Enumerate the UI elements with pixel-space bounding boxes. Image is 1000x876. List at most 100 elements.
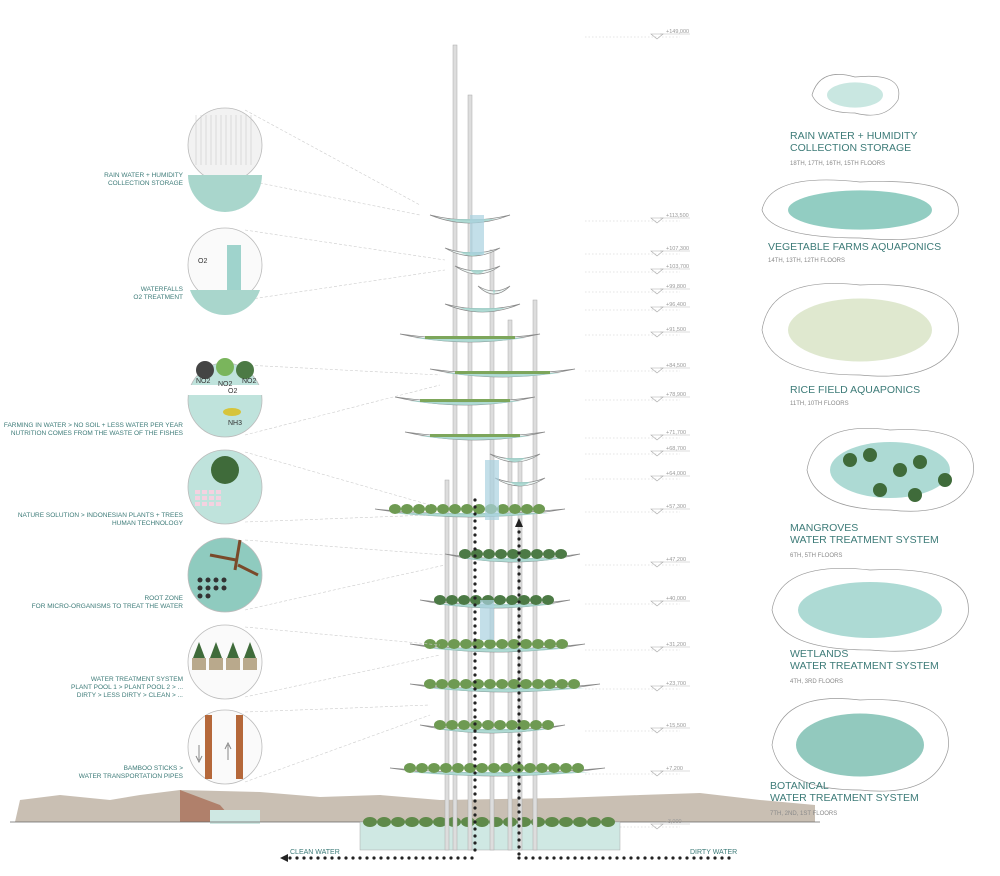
bamboo-pole: [444, 479, 450, 851]
label-nature-solution: NATURE SOLUTION > INDONESIAN PLANTS + TR…: [18, 512, 183, 528]
vegetation: [488, 763, 500, 773]
flow-dot: [517, 789, 521, 793]
floor-platform: [494, 477, 546, 487]
flow-dot: [393, 856, 397, 860]
flow-dot: [473, 715, 477, 719]
flow-dot: [699, 856, 703, 860]
vegetation: [512, 763, 524, 773]
clean-water-label: CLEAN WATER: [290, 849, 340, 856]
vegetation: [424, 679, 436, 689]
elevation-label: +91,500: [666, 327, 687, 333]
label-line: FOR MICRO-ORGANISMS TO TREAT THE WATER: [31, 603, 183, 610]
vegetation: [548, 763, 560, 773]
flow-dot: [727, 856, 731, 860]
flow-dot: [629, 856, 633, 860]
elevation-triangle-icon: [650, 561, 664, 568]
tree-icon: [211, 456, 239, 484]
title-line: WATER TREATMENT SYSTEM: [790, 534, 939, 546]
vegetation: [461, 504, 473, 514]
floors: 7TH, 2ND, 1ST FLOORS: [770, 811, 838, 817]
plant: [419, 817, 433, 827]
elevation-label: +64,000: [666, 471, 687, 477]
flow-dot: [473, 694, 477, 698]
flow-dot: [601, 856, 605, 860]
title-line: MANGROVES: [790, 522, 859, 534]
elevation-triangle-icon: [650, 770, 664, 777]
vegetation: [500, 763, 512, 773]
vegetation: [568, 679, 580, 689]
title-line: RAIN WATER + HUMIDITY: [790, 130, 918, 142]
plant: [377, 817, 391, 827]
tree-icon: [210, 642, 222, 658]
flow-dot: [650, 856, 654, 860]
arrow-up-icon: [515, 518, 523, 527]
grid-cell: [202, 490, 207, 494]
floor-platform: [454, 265, 501, 275]
flow-dot: [517, 705, 521, 709]
vegetation: [452, 763, 464, 773]
vegetation: [533, 504, 545, 514]
title-line: BOTANICAL: [770, 780, 829, 792]
vegetation: [520, 679, 532, 689]
flow-dot: [524, 856, 528, 860]
label-line: WATER TREATMENT SYSTEM: [90, 676, 183, 683]
flow-dot: [473, 596, 477, 600]
leader-line: [244, 626, 441, 646]
flow-dot: [473, 743, 477, 747]
flow-dot: [473, 778, 477, 782]
grid-cell: [195, 502, 200, 506]
floor-platform: [477, 285, 511, 295]
floor-plan-fill: [788, 190, 932, 230]
vegetation: [519, 549, 531, 559]
vegetation: [508, 679, 520, 689]
flow-dot: [517, 768, 521, 772]
micro-organism-dot: [197, 585, 203, 591]
micro-organism-dot: [221, 577, 227, 583]
flow-dot: [473, 834, 477, 838]
vegetation: [506, 595, 518, 605]
flow-dot: [288, 856, 292, 860]
flow-dot: [449, 856, 453, 860]
label-line: COLLECTION STORAGE: [107, 180, 183, 187]
flow-dot: [517, 698, 521, 702]
leader-line: [244, 179, 421, 216]
grid-cell: [209, 490, 214, 494]
flow-dot: [473, 666, 477, 670]
flow-dot: [517, 635, 521, 639]
flow-dot: [473, 701, 477, 705]
flow-dot: [473, 617, 477, 621]
flow-dot: [473, 498, 477, 502]
flow-dot: [517, 537, 521, 541]
floor-plan-fill: [830, 442, 950, 498]
label-line: WATERFALLS: [140, 286, 183, 293]
flow-dot: [517, 733, 521, 737]
floors: 11TH, 10TH FLOORS: [790, 401, 849, 407]
vegetation: [436, 639, 448, 649]
leader-line: [244, 539, 446, 556]
flow-dot: [344, 856, 348, 860]
elevation-triangle-icon: [650, 508, 664, 515]
flow-dot: [473, 575, 477, 579]
plant-pool: [192, 658, 206, 670]
label-line: O2 TREATMENT: [133, 294, 183, 301]
flow-dot: [706, 856, 710, 860]
elevation-triangle-icon: [650, 727, 664, 734]
vegetation: [556, 639, 568, 649]
vegetation: [536, 763, 548, 773]
flow-dot: [517, 670, 521, 674]
flow-dot: [435, 856, 439, 860]
flow-dot: [517, 761, 521, 765]
elevation-label: +71,700: [666, 430, 687, 436]
o2-label: O2: [228, 388, 237, 395]
flow-dot: [517, 831, 521, 835]
label-line: ROOT ZONE: [144, 595, 183, 602]
waterfall-detail: [227, 245, 241, 295]
flow-dot: [473, 680, 477, 684]
vegetation: [446, 720, 458, 730]
flow-dot: [473, 820, 477, 824]
flow-dot: [473, 512, 477, 516]
vegetation: [555, 549, 567, 559]
